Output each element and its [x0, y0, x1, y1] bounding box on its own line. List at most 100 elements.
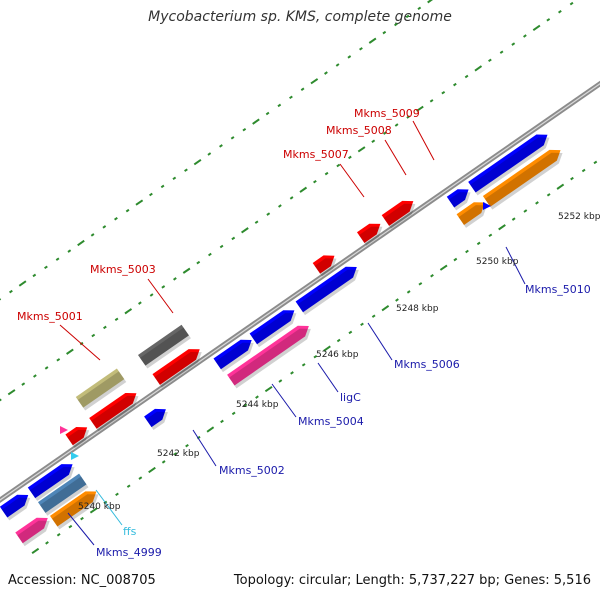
outer-tick-dot: [219, 244, 224, 249]
outer-tick-dot: [488, 58, 492, 63]
outer-tick-dot: [103, 325, 107, 330]
inner-tick-dot: [68, 524, 73, 529]
gene-mkms-5005: [249, 310, 297, 348]
gene-ligc: [227, 325, 311, 389]
outer-tick-dot: [368, 37, 377, 44]
gene-mkms-5009-shade: [383, 203, 416, 229]
tick-label: 5246 kbp: [316, 350, 359, 360]
callout-line: [339, 163, 365, 198]
outer-tick-dot: [532, 24, 541, 32]
inner-tick-dot: [535, 201, 539, 205]
gene-label: ffs: [123, 525, 137, 538]
outer-tick-dot: [359, 47, 363, 51]
gene-label: Mkms_5006: [394, 358, 460, 371]
gene-mkms-5004-a-shape: [213, 339, 252, 370]
outer-tick-dot: [124, 308, 133, 315]
outer-tick-dot: [18, 280, 27, 287]
gene-label: Mkms_5008: [326, 124, 392, 137]
outer-tick-dot: [324, 71, 328, 75]
inner-tick-dot: [556, 183, 565, 190]
gene-mkms-5010-a-shape: [446, 189, 469, 208]
callout-line: [317, 362, 339, 393]
outer-tick-dot: [0, 398, 2, 402]
tick-label: 5240 kbp: [78, 502, 121, 512]
gene-label-callouts: Mkms_5001Mkms_5003Mkms_5007Mkms_5008Mkms…: [17, 107, 591, 559]
tick-label: 5252 kbp: [558, 212, 600, 222]
inner-tick-dot: [406, 290, 411, 294]
gene-mkms-5010-b: [468, 134, 550, 196]
outer-tick-dot: [254, 220, 259, 224]
inner-tick-dot: [255, 395, 259, 399]
backbone-line: [0, 80, 600, 504]
outer-tick-dot: [299, 186, 308, 193]
outer-tick-dot: [55, 257, 60, 261]
outer-tick-dot: [417, 6, 422, 11]
tick-label: 5248 kbp: [396, 304, 439, 314]
outer-tick-dot: [9, 289, 13, 294]
gene-mkms-5009-shape: [381, 200, 414, 226]
outer-tick-dot: [67, 249, 72, 253]
outer-tick-dot: [56, 358, 61, 362]
gene-label: Mkms_5002: [219, 464, 285, 477]
outer-tick-dot: [66, 348, 74, 355]
tick-label: 5242 kbp: [157, 449, 200, 459]
outer-tick-dot: [289, 196, 294, 200]
gene-mkms-5003-box-shape: [137, 324, 189, 366]
gene-mkms-5006: [295, 266, 359, 316]
inner-tick-dot: [148, 466, 156, 474]
outer-tick-dot: [44, 265, 48, 270]
inner-tick-dot: [138, 476, 143, 480]
outer-tick-dot: [558, 9, 562, 14]
inner-tick-dot: [89, 507, 98, 514]
gene-features: [0, 134, 563, 547]
gene-mkms-5002-shade: [146, 411, 168, 431]
inner-tick-dot: [498, 224, 506, 231]
outer-tick-dot: [241, 227, 249, 234]
inner-tick-dot: [360, 322, 364, 327]
gene-label: Mkms_5007: [283, 148, 349, 161]
gene-mkms-5006-shade: [297, 269, 359, 316]
outer-tick-dot: [182, 267, 191, 274]
callout-line: [147, 278, 174, 314]
outer-tick-dot: [196, 260, 201, 265]
gene-pink-left: [15, 517, 50, 547]
outer-tick-dot: [383, 131, 387, 135]
inner-tick-dot: [430, 273, 434, 278]
inner-tick-dot: [126, 484, 131, 488]
gene-orange-right-b: [482, 149, 563, 210]
backbone-highlight: [0, 83, 600, 501]
outer-tick-dot: [252, 118, 260, 125]
gene-mkms-5003-box: [137, 324, 191, 369]
outer-tick-dot: [427, 0, 433, 4]
outer-tick-dot: [278, 204, 282, 208]
inner-tick-dot: [80, 516, 84, 521]
callout-line: [384, 139, 407, 176]
outer-tick-dot: [21, 382, 26, 386]
inner-tick-dot: [381, 304, 390, 312]
genome-summary-text: Topology: circular; Length: 5,737,227 bp…: [233, 573, 591, 588]
gene-mkms-5003: [152, 349, 202, 388]
inner-tick-dot: [453, 257, 458, 262]
outer-tick-dot: [231, 236, 236, 241]
gene-mkms-5008: [356, 223, 383, 246]
callout-line: [67, 512, 95, 546]
gene-mkms-5000-shape: [65, 427, 88, 446]
tick-label: 5244 kbp: [236, 400, 279, 410]
outer-tick-dot: [310, 78, 319, 85]
outer-tick-dot: [357, 146, 366, 153]
outer-tick-dot: [114, 317, 119, 322]
gene-pink-left-shade: [17, 520, 50, 547]
callout-line: [367, 322, 393, 361]
gene-mkms-4999-shade: [29, 466, 75, 502]
gene-mkms-5006-shape: [295, 266, 357, 313]
outer-tick-dot: [348, 155, 352, 160]
outer-tick-dot: [371, 139, 376, 144]
inner-tick-dot: [220, 419, 224, 424]
gene-label: ligC: [340, 391, 361, 404]
outer-tick-dot: [138, 301, 142, 305]
outer-tick-dot: [406, 115, 411, 119]
gene-mkms-5004-a-shade: [215, 342, 254, 373]
gene-mkms-4999-shape: [27, 464, 73, 499]
gene-mkms-5008-shape: [356, 223, 381, 243]
accession-text: Accession: NC_008705: [8, 573, 156, 588]
